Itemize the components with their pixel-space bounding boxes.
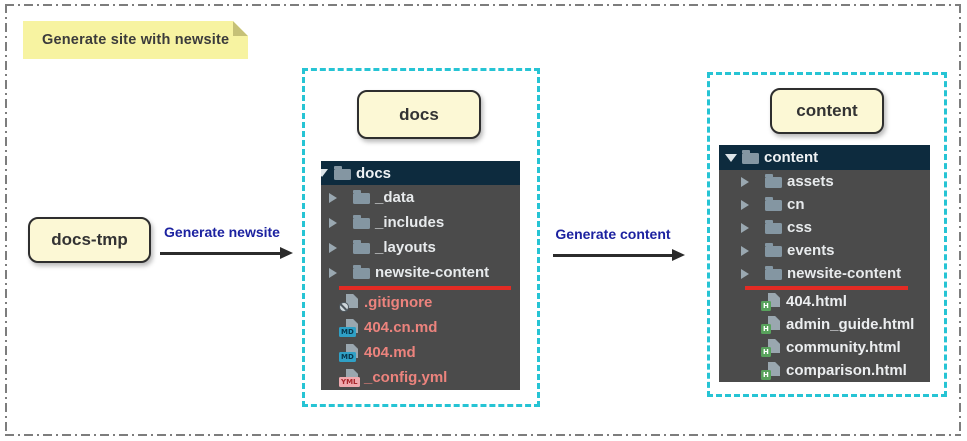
- tree-item-gitignore[interactable]: .gitignore: [321, 290, 520, 315]
- tree-item-404-html[interactable]: H 404.html: [719, 290, 930, 313]
- folder-icon: [765, 174, 782, 188]
- tree-item-newsite-content[interactable]: newsite-content: [719, 262, 930, 285]
- folder-icon: [765, 243, 782, 257]
- html-file-icon: H: [761, 293, 780, 311]
- folder-icon: [353, 190, 370, 204]
- arrow-label-generate-newsite: Generate newsite: [164, 224, 280, 240]
- tree-item-events[interactable]: events: [719, 239, 930, 262]
- tree-item-404-md[interactable]: MD 404.md: [321, 340, 520, 365]
- tree-item-css[interactable]: css: [719, 216, 930, 239]
- chevron-right-icon[interactable]: [741, 268, 749, 279]
- tree-item-label: comparison.html: [786, 362, 907, 379]
- tree-root-label: docs: [356, 164, 392, 182]
- tree-item-admin-guide-html[interactable]: H admin_guide.html: [719, 313, 930, 336]
- html-file-icon: H: [761, 339, 780, 357]
- sticky-note: Generate site with newsite: [23, 21, 248, 59]
- folder-icon: [765, 197, 782, 211]
- chevron-right-icon[interactable]: [741, 199, 749, 210]
- tree-item-label: events: [787, 242, 835, 259]
- folder-icon: [334, 165, 351, 180]
- container-content: [707, 72, 947, 397]
- chevron-down-icon: [321, 169, 328, 177]
- frame-border-bottom: [5, 434, 961, 436]
- tree-item-label: 404.cn.md: [364, 319, 438, 336]
- file-tree-docs: docs _data _includes _layouts newsite-co…: [321, 161, 520, 390]
- folder-icon: [765, 266, 782, 280]
- node-content: content: [770, 88, 884, 134]
- tree-item-config-yml[interactable]: YML _config.yml: [321, 365, 520, 390]
- tree-root-label: content: [764, 149, 819, 166]
- tree-item-404-cn-md[interactable]: MD 404.cn.md: [321, 315, 520, 340]
- tree-item-label: _layouts: [375, 239, 436, 256]
- node-content-label: content: [796, 101, 858, 120]
- folder-icon: [353, 240, 370, 254]
- markdown-file-icon: MD: [339, 319, 358, 337]
- container-docs: [302, 68, 540, 407]
- chevron-right-icon[interactable]: [329, 242, 337, 253]
- tree-item-label: newsite-content: [375, 264, 490, 281]
- frame-border-top: [5, 4, 961, 6]
- folder-icon: [742, 150, 759, 164]
- tree-item-label: community.html: [786, 339, 901, 356]
- arrow-generate-newsite: [160, 247, 293, 258]
- file-tree-content: content assets cn css events newsite-con…: [719, 145, 930, 382]
- tree-item-includes[interactable]: _includes: [321, 210, 520, 235]
- html-file-icon: H: [761, 362, 780, 380]
- chevron-right-icon[interactable]: [741, 222, 749, 233]
- tree-item-data[interactable]: _data: [321, 185, 520, 210]
- tree-item-comparison-html[interactable]: H comparison.html: [719, 359, 930, 382]
- chevron-right-icon[interactable]: [329, 267, 337, 278]
- chevron-right-icon[interactable]: [741, 245, 749, 256]
- html-file-icon: H: [761, 316, 780, 334]
- chevron-right-icon[interactable]: [329, 217, 337, 228]
- tree-item-docs-root[interactable]: docs: [321, 161, 520, 185]
- chevron-right-icon[interactable]: [329, 192, 337, 203]
- gitignore-file-icon: [339, 294, 358, 312]
- tree-item-label: css: [787, 219, 813, 236]
- red-underline: [339, 286, 511, 290]
- node-docs-label: docs: [399, 104, 439, 124]
- yaml-file-icon: YML: [339, 369, 360, 387]
- arrow-generate-content: [553, 249, 685, 260]
- chevron-down-icon[interactable]: [725, 153, 737, 162]
- tree-item-label: _includes: [375, 214, 445, 231]
- node-docs-tmp-label: docs-tmp: [51, 230, 128, 249]
- folder-icon: [353, 265, 370, 279]
- sticky-note-text: Generate site with newsite: [42, 32, 230, 48]
- tree-item-community-html[interactable]: H community.html: [719, 336, 930, 359]
- tree-item-layouts[interactable]: _layouts: [321, 235, 520, 260]
- tree-item-label: assets: [787, 173, 834, 190]
- tree-item-assets[interactable]: assets: [719, 170, 930, 193]
- tree-item-label: 404.md: [364, 344, 416, 361]
- arrow-label-generate-content: Generate content: [555, 226, 671, 242]
- tree-item-label: cn: [787, 196, 805, 213]
- tree-item-label: .gitignore: [364, 294, 433, 311]
- folder-icon: [353, 215, 370, 229]
- tree-item-label: admin_guide.html: [786, 316, 915, 333]
- tree-item-label: _config.yml: [364, 369, 448, 386]
- tree-item-cn[interactable]: cn: [719, 193, 930, 216]
- frame-border-left: [5, 4, 7, 435]
- tree-item-newsite-content[interactable]: newsite-content: [321, 260, 520, 285]
- folder-icon: [765, 220, 782, 234]
- note-fold-corner-icon: [233, 21, 248, 36]
- tree-item-label: 404.html: [786, 293, 847, 310]
- tree-item-label: _data: [375, 189, 415, 206]
- tree-item-content-root[interactable]: content: [719, 145, 930, 170]
- tree-item-label: newsite-content: [787, 265, 902, 282]
- chevron-right-icon[interactable]: [741, 176, 749, 187]
- node-docs-tmp: docs-tmp: [28, 217, 151, 263]
- red-underline: [745, 286, 908, 290]
- markdown-file-icon: MD: [339, 344, 358, 362]
- frame-border-right: [959, 4, 961, 435]
- node-docs: docs: [357, 90, 481, 139]
